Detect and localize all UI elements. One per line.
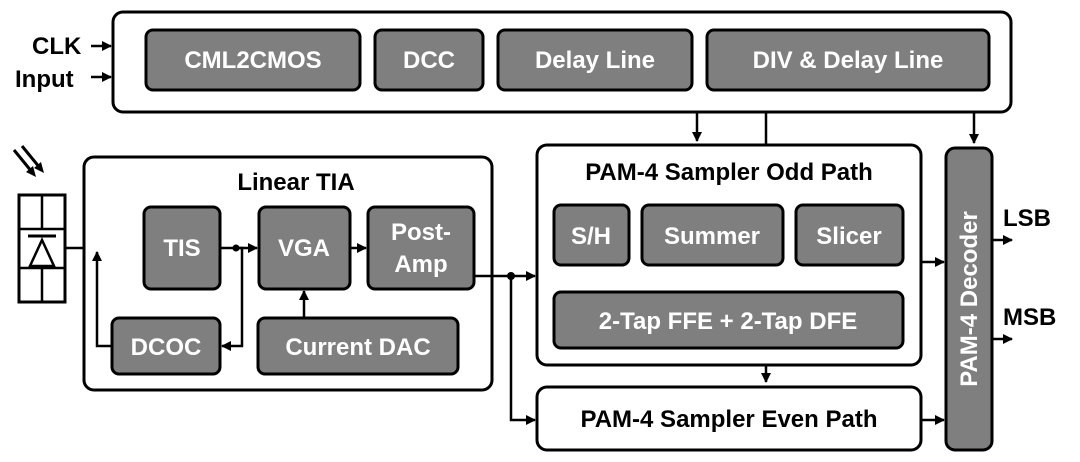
slicer-label: Slicer (816, 223, 881, 250)
vga-label: VGA (278, 235, 330, 262)
post-amp-block (366, 205, 476, 291)
msb-output-label: MSB (1003, 304, 1056, 331)
data-input-label: Input (15, 66, 74, 93)
pam4-decoder-block (944, 146, 994, 452)
summer-block (640, 203, 785, 267)
delay-line-label: Delay Line (535, 47, 655, 74)
photodiode-icon (12, 145, 67, 304)
current-dac-label: Current DAC (285, 334, 430, 361)
sh-label: S/H (571, 223, 611, 250)
sh-block (552, 203, 631, 267)
delay-line-block (496, 28, 694, 92)
tis-to-dcoc-wire (221, 246, 244, 351)
clk-input-label: CLK (32, 33, 82, 60)
dcc-block (373, 28, 485, 92)
div-delay-line-block (705, 28, 991, 92)
odd-path-title: PAM-4 Sampler Odd Path (585, 159, 873, 186)
lsb-output-label: LSB (1003, 205, 1051, 232)
even-path-box (535, 385, 923, 452)
post-amp-label-line2: Amp (394, 251, 447, 278)
even-path-title: PAM-4 Sampler Even Path (581, 406, 878, 433)
cml2cmos-label: CML2CMOS (184, 47, 321, 74)
tis-label: TIS (163, 235, 200, 262)
cml2cmos-block (144, 28, 362, 92)
post-amp-label-line1: Post- (391, 219, 451, 246)
dcoc-feedback-wire (92, 251, 112, 348)
ffe-dfe-label: 2-Tap FFE + 2-Tap DFE (599, 308, 857, 335)
summer-label: Summer (664, 223, 760, 250)
dcc-label: DCC (403, 47, 455, 74)
slicer-block (794, 203, 905, 267)
ffe-dfe-block (552, 290, 905, 350)
div-delay-line-label: DIV & Delay Line (753, 47, 944, 74)
current-dac-block (256, 316, 460, 376)
linear-tia-title: Linear TIA (237, 169, 354, 196)
dcoc-label: DCOC (131, 334, 202, 361)
pam4-decoder-label: PAM-4 Decoder (956, 211, 983, 387)
tia-to-even-arrow (509, 276, 536, 425)
